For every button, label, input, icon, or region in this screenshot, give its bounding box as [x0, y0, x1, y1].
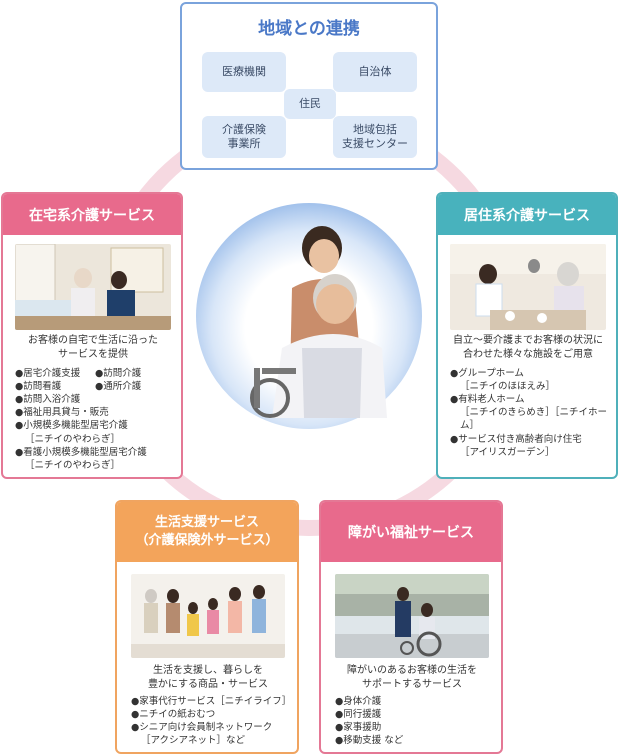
- residential-care-card: 居住系介護サービス 自立～要介護までお客様の状況に 合わせた様々な施設をご用意 …: [436, 192, 618, 479]
- list-item: ●有料老人ホーム: [450, 394, 525, 406]
- list-item: ●身体介護: [335, 696, 382, 707]
- regional-collaboration-title: 地域との連携: [258, 19, 360, 39]
- org-medical: 医療機関: [202, 52, 286, 92]
- home-care-card: 在宅系介護サービス お客様の自宅で生活に沿った サービスを提供 ●居宅介護支援●…: [1, 192, 183, 479]
- home-care-title: 在宅系介護サービス: [3, 194, 181, 235]
- list-item: ●同行援護: [335, 709, 382, 721]
- disability-welfare-description: 障がいのあるお客様の生活を サポートするサービス: [347, 665, 477, 690]
- list-item: ●サービス付き高齢者向け住宅: [450, 433, 582, 445]
- org-residents: 住民: [284, 89, 336, 119]
- residential-care-title: 居住系介護サービス: [438, 194, 616, 235]
- caregiver-wheelchair-photo: [250, 226, 387, 418]
- org-care-providers: 介護保険 事業所: [202, 116, 286, 158]
- list-item-sub: ［アイリスガーデン］: [460, 446, 555, 458]
- list-item: ●看護小規模多機能型居宅介護: [15, 446, 147, 458]
- life-support-title: 生活支援サービス （介護保険外サービス）: [117, 502, 297, 562]
- residential-care-photo: [450, 244, 606, 330]
- list-item: ●小規模多機能型居宅介護: [15, 420, 128, 432]
- list-item: ●家事代行サービス［ニチイライフ］: [131, 696, 292, 707]
- home-care-list: ●居宅介護支援 ●訪問介護 ●訪問看護 ●通所介護 ●訪問入浴介護 ●福祉用具貸与・…: [15, 367, 177, 472]
- org-municipality: 自治体: [333, 52, 417, 92]
- life-support-description: 生活を支援し、暮らしを 豊かにする商品・サービス: [147, 665, 269, 690]
- list-item: ●グループホーム: [450, 368, 524, 379]
- list-item: ●ニチイの紙おむつ: [131, 709, 216, 721]
- residential-care-description: 自立～要介護までお客様の状況に 合わせた様々な施設をご用意: [453, 335, 603, 360]
- org-community-support-center: 地域包括 支援センター: [333, 116, 417, 158]
- list-item-sub: ［アクシアネット］など: [141, 735, 246, 747]
- disability-welfare-card: 障がい福祉サービス 障がいのあるお客様の生活を サポートするサービス ●身体介護…: [319, 500, 503, 754]
- disability-welfare-photo: [335, 574, 489, 658]
- list-item: ●通所介護: [95, 381, 142, 393]
- list-item: ●居宅介護支援: [15, 368, 81, 379]
- disability-welfare-title: 障がい福祉サービス: [321, 502, 501, 562]
- list-item: ●福祉用具貸与・販売: [15, 407, 109, 419]
- home-care-photo: [15, 244, 171, 330]
- list-item: ●訪問看護: [15, 381, 62, 393]
- list-item-sub: ［ニチイのほほえみ］: [460, 381, 556, 393]
- life-support-card: 生活支援サービス （介護保険外サービス） 生活を支援し、暮らしを 豊かにする商品…: [115, 500, 299, 754]
- list-item-sub: ［ニチイのやわらぎ］: [25, 459, 121, 471]
- list-item: ●訪問入浴介護: [15, 394, 81, 406]
- list-item-sub: ［ニチイのきらめき］［ニチイホーム］: [460, 407, 607, 432]
- list-item: ●移動支援 など: [335, 735, 404, 747]
- home-care-description: お客様の自宅で生活に沿った サービスを提供: [28, 335, 158, 360]
- life-support-list: ●家事代行サービス［ニチイライフ］ ●ニチイの紙おむつ ●シニア向け会員制ネット…: [131, 695, 295, 747]
- list-item: ●家事援助: [335, 722, 382, 734]
- residential-care-list: ●グループホーム ［ニチイのほほえみ］ ●有料老人ホーム ［ニチイのきらめき］［…: [450, 367, 612, 459]
- regional-collaboration-card: 地域との連携 医療機関 自治体 住民 介護保険 事業所 地域包括 支援センター: [180, 2, 438, 170]
- list-item-sub: ［ニチイのやわらぎ］: [25, 433, 121, 445]
- list-item: ●シニア向け会員制ネットワーク: [131, 722, 273, 734]
- list-item: ●訪問介護: [95, 368, 142, 379]
- life-support-photo: [131, 574, 285, 658]
- disability-welfare-list: ●身体介護 ●同行援護 ●家事援助 ●移動支援 など: [335, 695, 499, 747]
